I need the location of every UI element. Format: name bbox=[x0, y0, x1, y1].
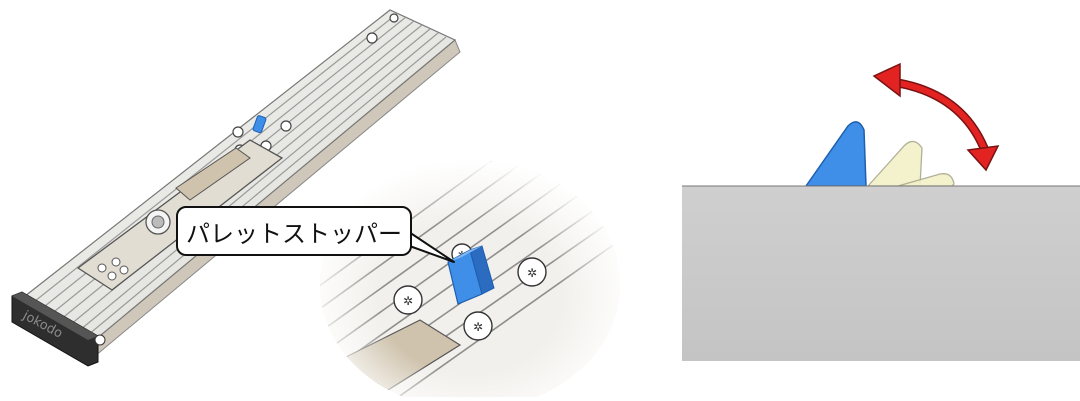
rotation-diagram bbox=[682, 64, 1080, 361]
zoom-detail: ✲ ✲ ✲ ✲ bbox=[300, 140, 640, 397]
stopper-upright bbox=[806, 122, 866, 186]
pallet-stopper-callout: パレットストッパー bbox=[176, 206, 412, 256]
surface-block bbox=[682, 186, 1080, 361]
rotation-arrow-icon bbox=[874, 64, 998, 170]
